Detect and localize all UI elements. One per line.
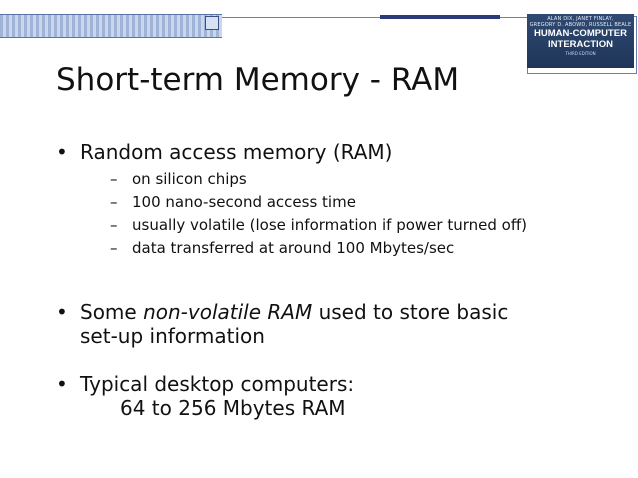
sub-bullet-item: –data transferred at around 100 Mbytes/s… (80, 237, 616, 260)
bullet-emphasis: non-volatile RAM (143, 300, 313, 324)
book-title-line2: INTERACTION (548, 39, 613, 50)
bullet-dot-icon: • (56, 372, 68, 396)
slide-title: Short-term Memory - RAM (56, 62, 460, 98)
header-accent-bar (380, 15, 500, 19)
bullet-item: • Random access memory (RAM) –on silicon… (56, 140, 616, 260)
sub-bullet-item: –on silicon chips (80, 168, 616, 191)
bullet-dot-icon: • (56, 140, 68, 164)
sub-bullet-text: usually volatile (lose information if po… (132, 216, 528, 234)
header-square-icon (205, 16, 219, 30)
bullet-text-before: Some (80, 300, 144, 324)
bullet-text-after: used to store basic (312, 300, 509, 324)
sub-bullet-item: –100 nano-second access time (80, 191, 616, 214)
header-decorative-bar (0, 14, 222, 38)
book-edition: THIRD EDITION (565, 51, 596, 56)
bullet-text: Typical desktop computers: (80, 372, 355, 396)
bullet-text-line2: 64 to 256 Mbytes RAM (120, 396, 346, 420)
bullet-list: • Random access memory (RAM) –on silicon… (56, 140, 616, 420)
sub-bullet-text: on silicon chips (132, 170, 247, 188)
bullet-text: Random access memory (RAM) (80, 140, 393, 164)
sub-bullet-text: data transferred at around 100 Mbytes/se… (132, 239, 455, 257)
book-title-line1: HUMAN-COMPUTER (534, 28, 627, 39)
book-authors-line2: GREGORY D. ABOWD, RUSSELL BEALE (529, 22, 632, 28)
book-cover-logo: ALAN DIX, JANET FINLAY, GREGORY D. ABOWD… (527, 14, 634, 68)
bullet-text-line2: set-up information (80, 324, 265, 348)
sub-bullet-text: 100 nano-second access time (132, 193, 356, 211)
bullet-item: • Some non-volatile RAM used to store ba… (56, 300, 616, 348)
dash-icon: – (110, 216, 118, 234)
header-rule (222, 17, 527, 18)
sub-bullet-list: –on silicon chips –100 nano-second acces… (80, 168, 616, 260)
bullet-item: • Typical desktop computers: 64 to 256 M… (56, 372, 616, 420)
dash-icon: – (110, 170, 118, 188)
sub-bullet-item: –usually volatile (lose information if p… (80, 214, 616, 237)
dash-icon: – (110, 239, 118, 257)
dash-icon: – (110, 193, 118, 211)
bullet-dot-icon: • (56, 300, 68, 324)
book-authors-line1: ALAN DIX, JANET FINLAY, (547, 16, 614, 22)
